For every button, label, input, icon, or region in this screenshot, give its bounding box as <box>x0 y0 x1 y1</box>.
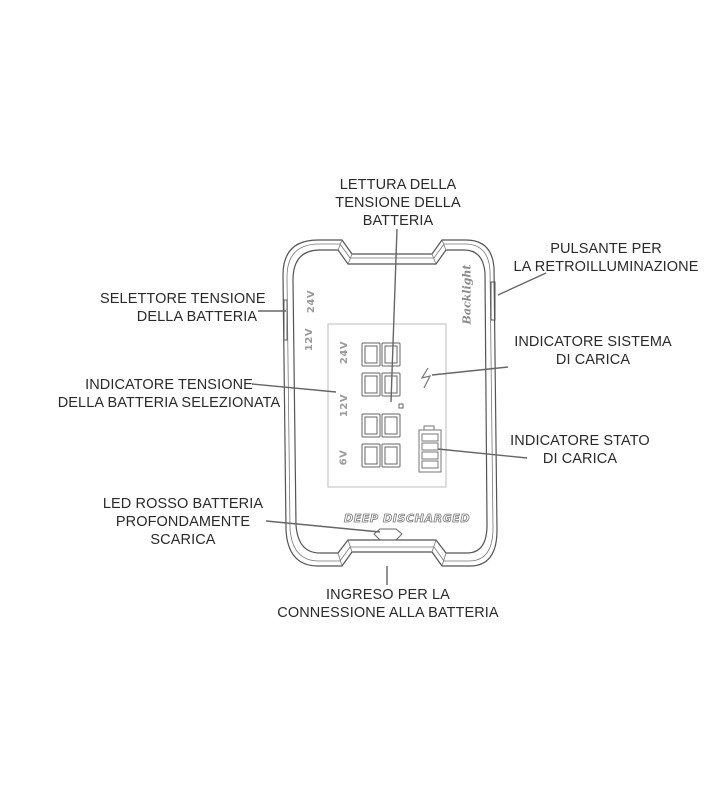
callout-line: LED ROSSO BATTERIA <box>102 496 264 512</box>
callout-line: SELETTORE TENSIONE <box>100 291 266 307</box>
lcd-display-frame <box>327 323 447 488</box>
callout-battery-voltage-selector: SELETTORE TENSIONE DELLA BATTERIA <box>100 290 266 326</box>
deep-discharge-led-icon <box>373 528 403 541</box>
backlight-button <box>490 281 496 321</box>
lcd-digits <box>361 342 404 468</box>
callout-line: TENSIONE DELLA <box>335 195 461 211</box>
selector-label-24v: 24V <box>306 289 318 314</box>
callout-line: CONNESSIONE ALLA BATTERIA <box>277 605 499 621</box>
callout-deep-discharge-led: LED ROSSO BATTERIA PROFONDAMENTE SCARICA <box>94 495 272 549</box>
callout-line: BATTERIA <box>362 213 434 229</box>
callout-line: LA RETROILLUMINAZIONE <box>513 259 699 275</box>
callout-line: INGRESO PER LA <box>326 587 450 603</box>
callout-line: PULSANTE PER <box>550 241 662 257</box>
voltage-selector-switch <box>283 299 288 341</box>
callout-line: DELLA BATTERIA <box>136 309 258 325</box>
callout-line: DELLA BATTERIA SELEZIONATA <box>57 395 281 411</box>
callout-selected-voltage-indicator: INDICATORE TENSIONE DELLA BATTERIA SELEZ… <box>44 376 294 412</box>
callout-line: DI CARICA <box>542 451 618 467</box>
callout-line: INDICATORE TENSIONE <box>85 377 253 393</box>
callout-battery-connection-input: INGRESO PER LA CONNESSIONE ALLA BATTERIA <box>260 586 516 622</box>
callout-line: INDICATORE STATO <box>510 433 650 449</box>
callout-line: SCARICA <box>150 532 216 548</box>
battery-level-icon <box>418 425 442 473</box>
display-label-24v: 24V <box>339 340 351 365</box>
callout-line: PROFONDAMENTE <box>115 514 251 530</box>
device-body-outline <box>282 239 498 567</box>
callout-line: INDICATORE SISTEMA <box>514 334 672 350</box>
callout-backlight-button: PULSANTE PER LA RETROILLUMINAZIONE <box>500 240 712 276</box>
callout-charge-state-indicator: INDICATORE STATO DI CARICA <box>500 432 660 468</box>
callout-line: DI CARICA <box>555 352 631 368</box>
callout-battery-voltage-reading: LETTURA DELLA TENSIONE DELLA BATTERIA <box>318 176 478 230</box>
display-label-12v: 12V <box>339 393 351 418</box>
callout-charging-system-indicator: INDICATORE SISTEMA DI CARICA <box>508 333 678 369</box>
leader-lines <box>251 228 547 585</box>
charging-bolt-icon <box>420 367 432 389</box>
display-label-6v: 6V <box>338 449 350 466</box>
selector-label-12v: 12V <box>304 327 316 352</box>
deep-discharged-label: DEEP DISCHARGED <box>344 512 471 526</box>
callout-line: LETTURA DELLA <box>339 177 457 193</box>
backlight-logo: Backlight <box>460 264 474 325</box>
